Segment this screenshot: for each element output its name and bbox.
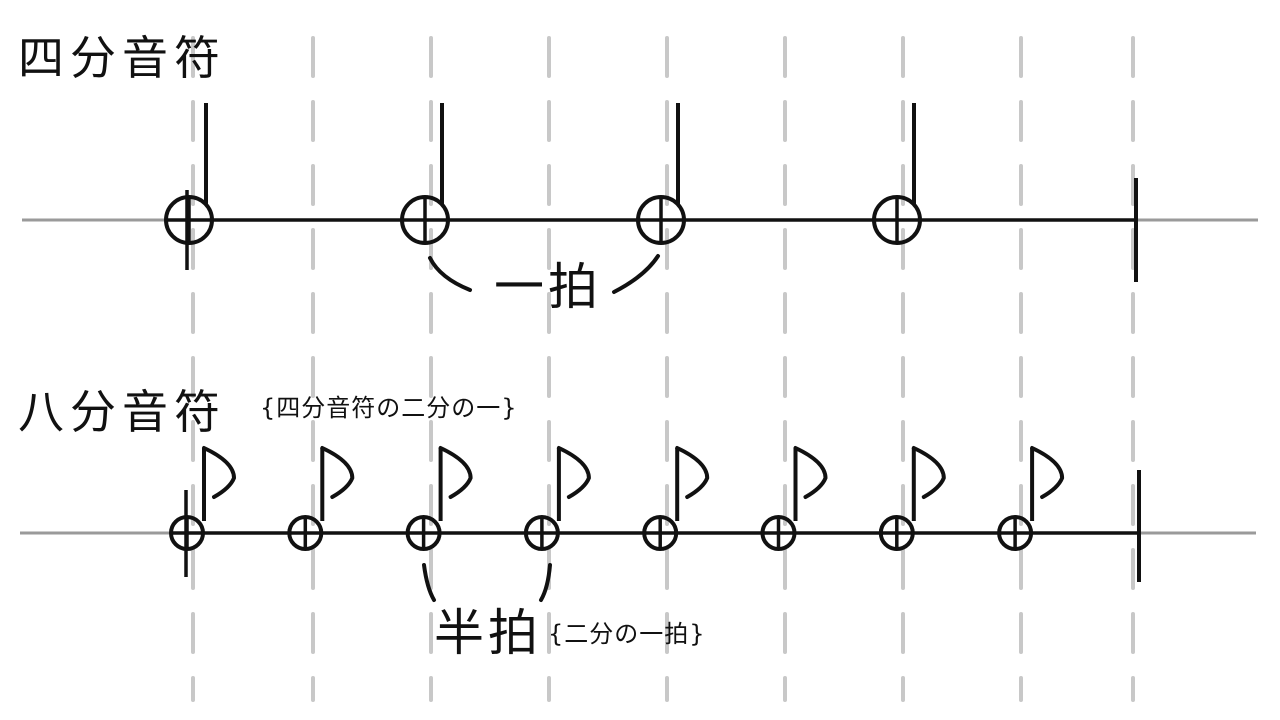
eighth-beat-bracket-left: [422, 563, 436, 602]
eighth-flag: [320, 446, 355, 499]
quarter-note-title: 四分音符: [18, 31, 226, 85]
eighth-beat-label: 半拍: [434, 604, 542, 662]
eighth-beat-bracket-right: [539, 563, 552, 602]
eighth-note-title: 八分音符: [18, 385, 226, 439]
eighth-flag: [438, 446, 473, 499]
quarter-notes-group: [164, 103, 922, 245]
eighth-flag: [556, 446, 591, 499]
eighth-flag: [1030, 446, 1065, 499]
quarter-beat-bracket-left: [428, 256, 472, 292]
eighth-note-subtitle: {四分音符の二分の一}: [260, 394, 518, 422]
quarter-beat-bracket-right: [612, 254, 660, 294]
eighth-flag: [675, 446, 710, 499]
eighth-notes-group: [169, 446, 1065, 551]
eighth-flag: [793, 446, 828, 499]
eighth-flag: [911, 446, 946, 499]
quarter-beat-label: 一拍: [494, 258, 602, 316]
eighth-beat-note: {二分の一拍}: [548, 620, 706, 648]
eighth-flag: [202, 446, 236, 499]
beat-guide-lines: [191, 36, 1135, 702]
